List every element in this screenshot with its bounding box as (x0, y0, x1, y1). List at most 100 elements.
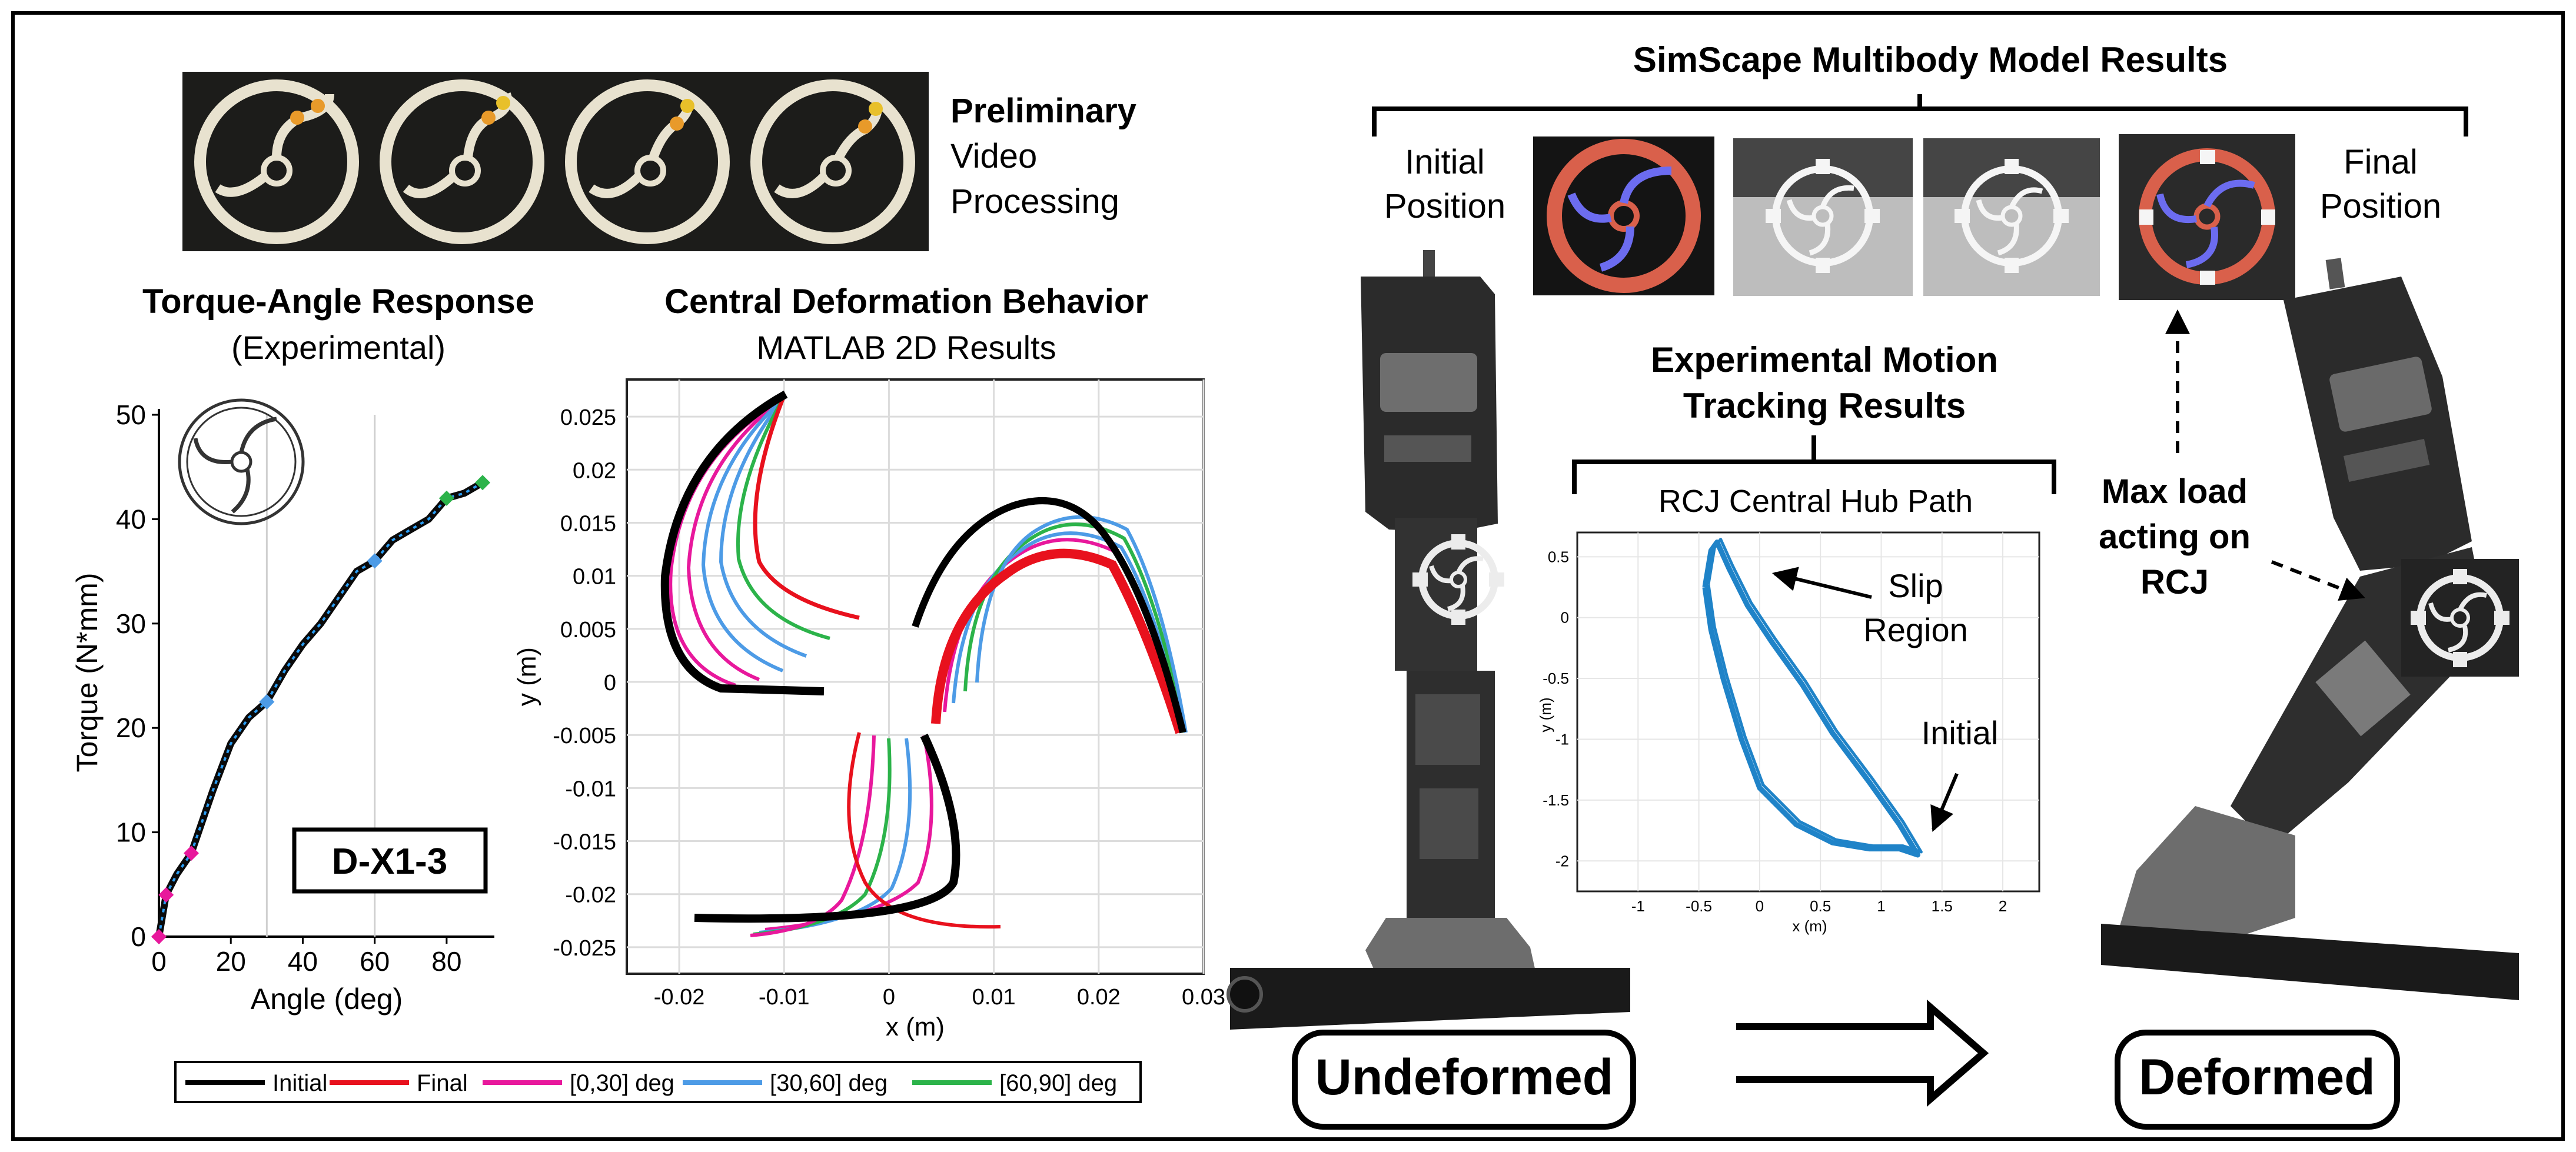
torque-marker (158, 887, 174, 903)
simscape-bracket (1372, 94, 2468, 136)
max-load-label: acting on (2099, 518, 2251, 556)
torque-marker (475, 475, 490, 491)
torque-xtick: 60 (360, 946, 390, 977)
deform-subtitle: MATLAB 2D Results (756, 329, 1056, 366)
initial-arrow (1930, 773, 1959, 832)
slip-region-label: Slip (1888, 567, 1943, 604)
preliminary-label: Preliminary (950, 92, 1136, 130)
video-frame (565, 79, 730, 244)
slip-region-label: Region (1863, 611, 1967, 648)
hub-xlabel: x (m) (1792, 917, 1827, 935)
deform-ytick: -0.005 (553, 724, 616, 748)
torque-xlabel: Angle (deg) (251, 983, 403, 1016)
legend-label: Initial (272, 1070, 327, 1096)
hub-xtick: 2 (1999, 897, 2007, 915)
hub-ytick: 0 (1561, 609, 1569, 627)
transition-arrow-gap (1739, 1033, 1933, 1073)
torque-ytick: 10 (116, 817, 146, 848)
torque-marker (184, 845, 199, 861)
leg-deformed (2101, 258, 2519, 1000)
deform-title: Central Deformation Behavior (664, 282, 1148, 321)
torque-marker (367, 553, 383, 569)
torque-xtick: 80 (431, 946, 461, 977)
deform-xtick: 0 (883, 985, 895, 1010)
hub-xtick: 1 (1877, 897, 1885, 915)
hub-xtick: 0 (1756, 897, 1764, 915)
deform-xtick: 0.03 (1182, 985, 1225, 1010)
deform-arm-right (912, 497, 1188, 734)
sim-frame-4 (2119, 134, 2295, 300)
deform-arm-bottom (694, 732, 1001, 937)
deform-ytick: -0.015 (553, 830, 616, 855)
video-frame (194, 79, 359, 244)
torque-ytick: 30 (116, 608, 146, 639)
torque-xtick: 20 (216, 946, 246, 977)
max-load-label: RCJ (2140, 563, 2209, 601)
deformed-box (2115, 1030, 2400, 1130)
undeformed-box (1292, 1030, 1636, 1130)
torque-marker (151, 929, 167, 944)
torque-marker (438, 490, 454, 506)
torque-ylabel: Torque (N*mm) (71, 573, 104, 773)
deform-xtick: -0.01 (759, 985, 810, 1010)
specimen-badge-label: D-X1-3 (332, 841, 447, 882)
torque-xtick: 40 (288, 946, 318, 977)
deform-ytick: 0.01 (573, 565, 616, 590)
deform-xtick: -0.02 (654, 985, 705, 1010)
sim-frame-3 (1923, 138, 2100, 296)
legend-label: [60,90] deg (999, 1070, 1117, 1096)
hub-ytick: -1.5 (1543, 791, 1569, 809)
preliminary-label: Video (950, 137, 1037, 175)
hub-ytick: -2 (1555, 852, 1569, 870)
torque-ytick: 50 (116, 399, 146, 430)
hub-ylabel: y (m) (1537, 697, 1554, 732)
deform-ylabel: y (m) (513, 647, 541, 706)
rcj-joint-icon (1412, 534, 1504, 625)
hub-xtick: 0.5 (1810, 897, 1831, 915)
deformed-label: Deformed (2139, 1049, 2375, 1106)
preliminary-label: Processing (950, 182, 1119, 221)
max-load-label: Max load (2102, 472, 2248, 511)
undeformed-label: Undeformed (1315, 1049, 1613, 1106)
sim-frame-1 (1533, 136, 1714, 295)
torque-ytick: 0 (131, 921, 146, 952)
hub-trajectory-repeat (1707, 538, 1923, 854)
initial-position-label: Position (1384, 187, 1505, 225)
legend-label: Final (417, 1070, 468, 1096)
deform-ytick: -0.02 (565, 883, 616, 908)
torque-marker (259, 694, 275, 710)
specimen-badge (292, 827, 488, 894)
joint-sketch-icon (178, 398, 305, 525)
torque-curve-dotted (158, 481, 484, 937)
deform-arm-upper-left (660, 390, 860, 695)
deform-ytick: 0.015 (560, 511, 616, 536)
deform-ytick: 0.005 (560, 618, 616, 642)
tracking-title: Tracking Results (1683, 386, 1966, 425)
hub-ytick: 0.5 (1548, 548, 1569, 565)
torque-ytick: 20 (116, 712, 146, 743)
slip-arrow (1771, 567, 1872, 599)
torque-title: Torque-Angle Response (142, 282, 534, 321)
initial-position-label: Initial (1405, 143, 1484, 181)
deform-ytick: -0.025 (553, 936, 616, 961)
hub-xtick: 1.5 (1932, 897, 1953, 915)
tracking-plot-title: RCJ Central Hub Path (1658, 484, 1973, 519)
deform-xlabel: x (m) (886, 1013, 945, 1041)
hub-xtick: -0.5 (1686, 897, 1712, 915)
simscape-title: SimScape Multibody Model Results (1633, 40, 2228, 79)
torque-chart: 0 20 40 60 80 0 10 20 30 40 50 Angle (deg) Torque … (71, 398, 494, 1016)
hub-xtick: -1 (1631, 897, 1645, 915)
legend-label: [30,60] deg (770, 1070, 888, 1096)
deform-ytick: -0.01 (565, 777, 616, 801)
torque-ytick: 40 (116, 504, 146, 534)
deform-ytick: 0.02 (573, 458, 616, 483)
tracking-title: Experimental Motion (1651, 340, 1998, 379)
hub-ytick: -0.5 (1543, 670, 1569, 687)
sim-frame-2 (1733, 138, 1913, 296)
torque-xtick: 0 (151, 946, 167, 977)
video-frame (750, 79, 915, 244)
